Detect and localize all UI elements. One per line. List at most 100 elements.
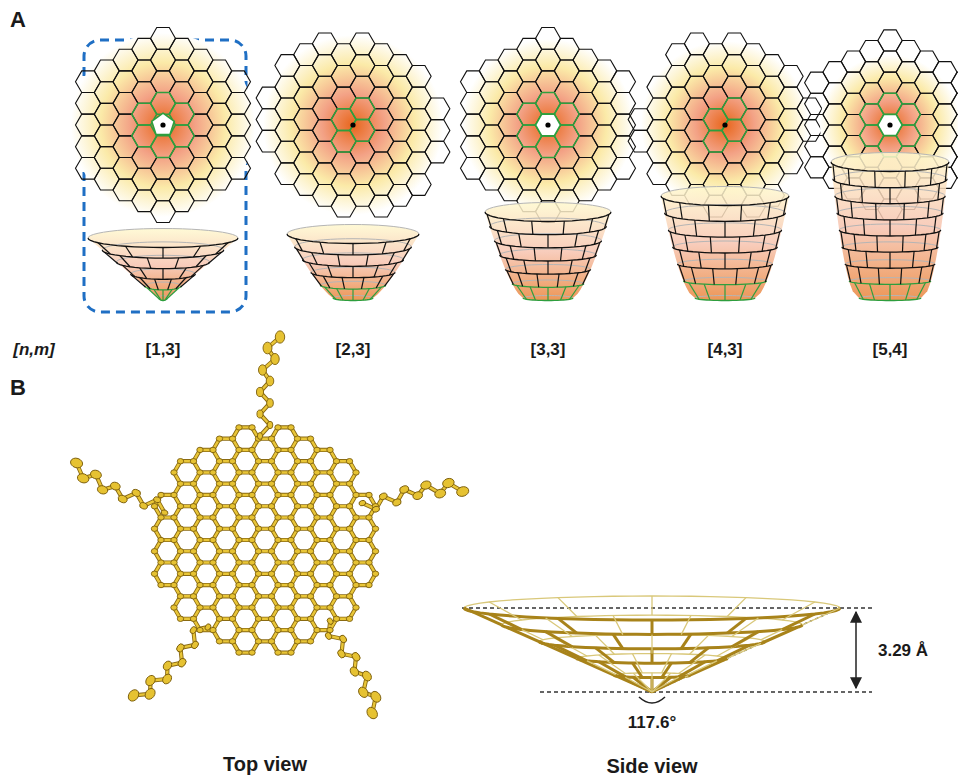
atom: [249, 650, 255, 655]
atom: [210, 470, 216, 475]
atom: [249, 582, 255, 587]
atom-ellipsoid: [176, 657, 187, 669]
bowl-bond: [875, 203, 877, 219]
hexagon-ring: [331, 109, 356, 131]
atom: [268, 458, 274, 463]
atom: [190, 549, 196, 554]
bowl-bond: [309, 263, 316, 275]
bowl-bond: [216, 243, 228, 254]
front-bond: [690, 648, 709, 663]
bowl-bond: [196, 256, 206, 267]
bowl-ring: [665, 213, 786, 221]
atom: [177, 594, 183, 599]
bowl-surface: [287, 225, 419, 301]
atom-ellipsoid: [109, 481, 121, 491]
bowl-bond: [680, 203, 682, 219]
bowl-bond: [724, 253, 725, 269]
bowl-bond: [503, 219, 506, 233]
atom: [327, 447, 333, 452]
bowl-bond: [691, 267, 695, 283]
bowl-ring: [500, 255, 597, 261]
atom-ellipsoid: [117, 494, 128, 504]
bowl-bond: [903, 203, 905, 219]
bowl-bond: [848, 250, 851, 267]
bowl-bond: [695, 220, 697, 236]
atom: [177, 571, 183, 576]
bowl-bond: [915, 219, 916, 235]
atom: [372, 571, 378, 576]
atom: [190, 526, 196, 531]
bowl-top-view: [461, 28, 636, 223]
atom: [197, 605, 203, 610]
bowl-bond: [337, 289, 343, 301]
bowl-bond: [878, 268, 879, 284]
atom: [268, 436, 274, 441]
atom-ellipsoid: [131, 488, 141, 497]
atom: [197, 582, 203, 587]
atom: [210, 560, 216, 565]
back-bond: [613, 616, 623, 635]
atom-ellipsoid: [399, 485, 410, 495]
bowl-bond: [537, 274, 539, 287]
atom: [275, 650, 281, 655]
bowl-bond: [517, 286, 526, 300]
bowl-bond: [673, 217, 676, 233]
bowl-bond: [740, 205, 742, 221]
atom: [177, 616, 183, 621]
atom: [236, 650, 242, 655]
atom-ellipsoid: [143, 687, 157, 702]
atom: [314, 447, 320, 452]
bowl-bond: [783, 198, 786, 215]
atom: [294, 504, 300, 509]
atom: [346, 549, 352, 554]
atom: [236, 447, 242, 452]
bowl-bond: [594, 231, 598, 245]
atom: [327, 582, 333, 587]
bowl-bond: [585, 258, 590, 272]
bowl-surface: [88, 229, 238, 301]
atom: [307, 526, 313, 531]
bowl-bond: [724, 285, 725, 301]
bowl-bond: [699, 252, 701, 268]
front-bond: [507, 627, 543, 643]
back-bond: [651, 673, 652, 692]
atom: [177, 526, 183, 531]
atom: [255, 549, 261, 554]
bowl-bond: [740, 284, 746, 300]
atom: [249, 470, 255, 475]
atom: [275, 605, 281, 610]
atom: [275, 425, 281, 430]
bowl-bond: [889, 220, 890, 236]
bowl-bond: [547, 261, 548, 274]
bowl-bond: [919, 267, 922, 283]
dimension-arrow: [855, 612, 857, 688]
atom: [197, 537, 203, 542]
atom: [171, 582, 177, 587]
front-bond: [681, 634, 691, 648]
atom: [288, 605, 294, 610]
symmetry-axis-dot: [722, 122, 727, 127]
atom-ellipsoid: [175, 642, 185, 653]
atom-ellipsoid: [139, 502, 149, 510]
atom-ellipsoid: [324, 631, 333, 640]
bowl-bond: [766, 250, 770, 266]
bowl-bond: [870, 284, 875, 300]
atom: [236, 515, 242, 520]
atom-ellipsoid: [126, 688, 141, 703]
atom: [236, 492, 242, 497]
atom: [171, 492, 177, 497]
bowl-bond: [863, 219, 864, 235]
structure-label: [5,4]: [873, 341, 908, 360]
structure-label: [4,3]: [708, 341, 743, 360]
atom: [158, 582, 164, 587]
bowl-bond: [917, 283, 926, 300]
bowl-back-rim: [831, 153, 949, 163]
symmetry-axis-dot: [160, 122, 165, 127]
bowl-back-rim: [88, 229, 238, 239]
atom: [255, 526, 261, 531]
atom: [353, 560, 359, 565]
atom: [255, 458, 261, 463]
bowl-bond: [328, 265, 332, 277]
